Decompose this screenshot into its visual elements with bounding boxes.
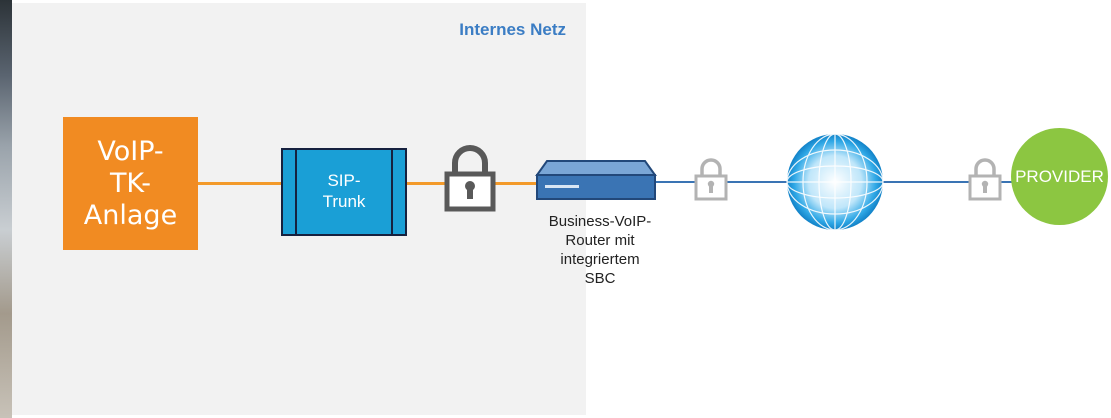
router-caption-line4: SBC (584, 270, 616, 287)
pbx-label-line1: VoIP- (97, 135, 164, 167)
link-lock-globe (726, 181, 788, 183)
link-trunk-lock (407, 182, 447, 185)
link-lock-provider (1000, 181, 1012, 183)
router-caption: Business-VoIP- Router mit integriertem S… (522, 212, 678, 288)
router-caption-line3: integriertem (560, 251, 640, 268)
link-router-lock (656, 181, 696, 183)
link-lock-router (494, 182, 538, 185)
pbx-label-line3: Anlage (83, 199, 178, 231)
provider-label: PROVIDER (1015, 166, 1104, 186)
pbx-box: VoIP- TK- Anlage (63, 117, 198, 250)
trunk-label-line1: SIP- (327, 171, 361, 190)
router-icon (535, 160, 657, 200)
provider-node: PROVIDER (1011, 128, 1108, 225)
link-globe-lock (882, 181, 970, 183)
padlock-light-icon (968, 158, 1002, 201)
sip-trunk-box: SIP- Trunk (281, 148, 407, 236)
padlock-dark-icon (444, 145, 496, 212)
trunk-divider-right (391, 150, 393, 234)
link-pbx-trunk (198, 182, 281, 185)
pbx-label-line2: TK- (109, 167, 152, 199)
router-caption-line2: Router mit (565, 232, 635, 249)
zone-title: Internes Netz (459, 20, 566, 39)
padlock-light-icon (694, 158, 728, 201)
globe-icon (786, 133, 884, 231)
trunk-label-line2: Trunk (322, 192, 366, 211)
router-caption-line1: Business-VoIP- (548, 213, 652, 230)
trunk-divider-left (295, 150, 297, 234)
background-photo-strip (0, 0, 12, 418)
